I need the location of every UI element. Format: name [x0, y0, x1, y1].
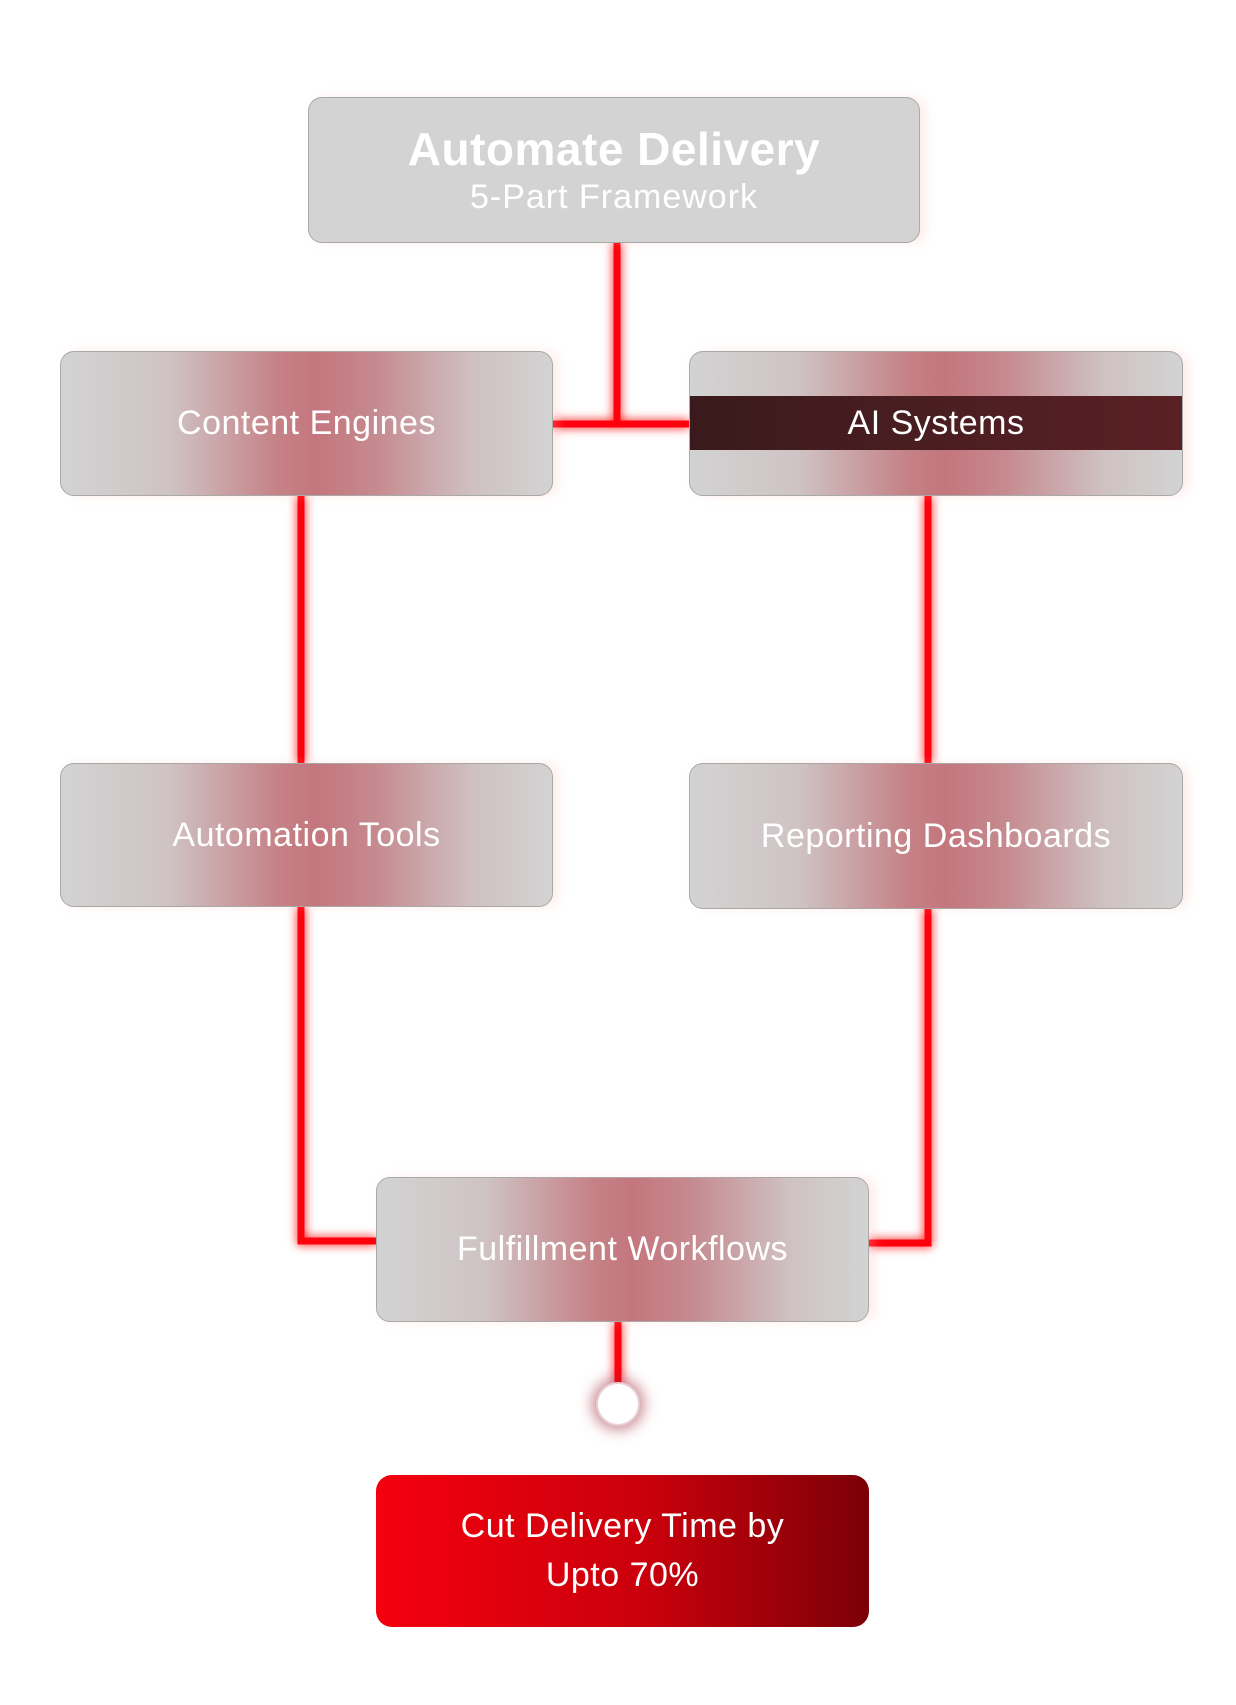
result-line-1: Cut Delivery Time by: [460, 1506, 785, 1545]
connector-reporting-fulfillment: [869, 909, 932, 1247]
node-ai-systems: AI Systems: [689, 351, 1183, 496]
framework-title: Automate Delivery: [407, 123, 821, 175]
result-box: Cut Delivery Time by Upto 70%: [376, 1475, 869, 1627]
node-ai-systems-label: AI Systems: [847, 403, 1025, 442]
node-automation-tools: Automation Tools: [60, 763, 553, 907]
node-reporting-dashboards-label: Reporting Dashboards: [760, 816, 1112, 855]
node-reporting-dashboards: Reporting Dashboards: [689, 763, 1183, 909]
connector-automation-fulfillment: [297, 907, 376, 1245]
framework-subtitle: 5-Part Framework: [469, 177, 759, 216]
node-fulfillment-workflows-label: Fulfillment Workflows: [456, 1230, 789, 1268]
node-content-engines-label: Content Engines: [177, 404, 436, 442]
node-content-engines: Content Engines: [60, 351, 553, 496]
framework-header: Automate Delivery 5-Part Framework: [308, 97, 920, 243]
node-fulfillment-workflows: Fulfillment Workflows: [376, 1177, 869, 1322]
ai-systems-highlight-band: AI Systems: [690, 396, 1182, 450]
node-automation-tools-label: Automation Tools: [172, 815, 441, 854]
result-line-2: Upto 70%: [545, 1556, 700, 1594]
flow-endpoint-dot: [598, 1384, 638, 1424]
